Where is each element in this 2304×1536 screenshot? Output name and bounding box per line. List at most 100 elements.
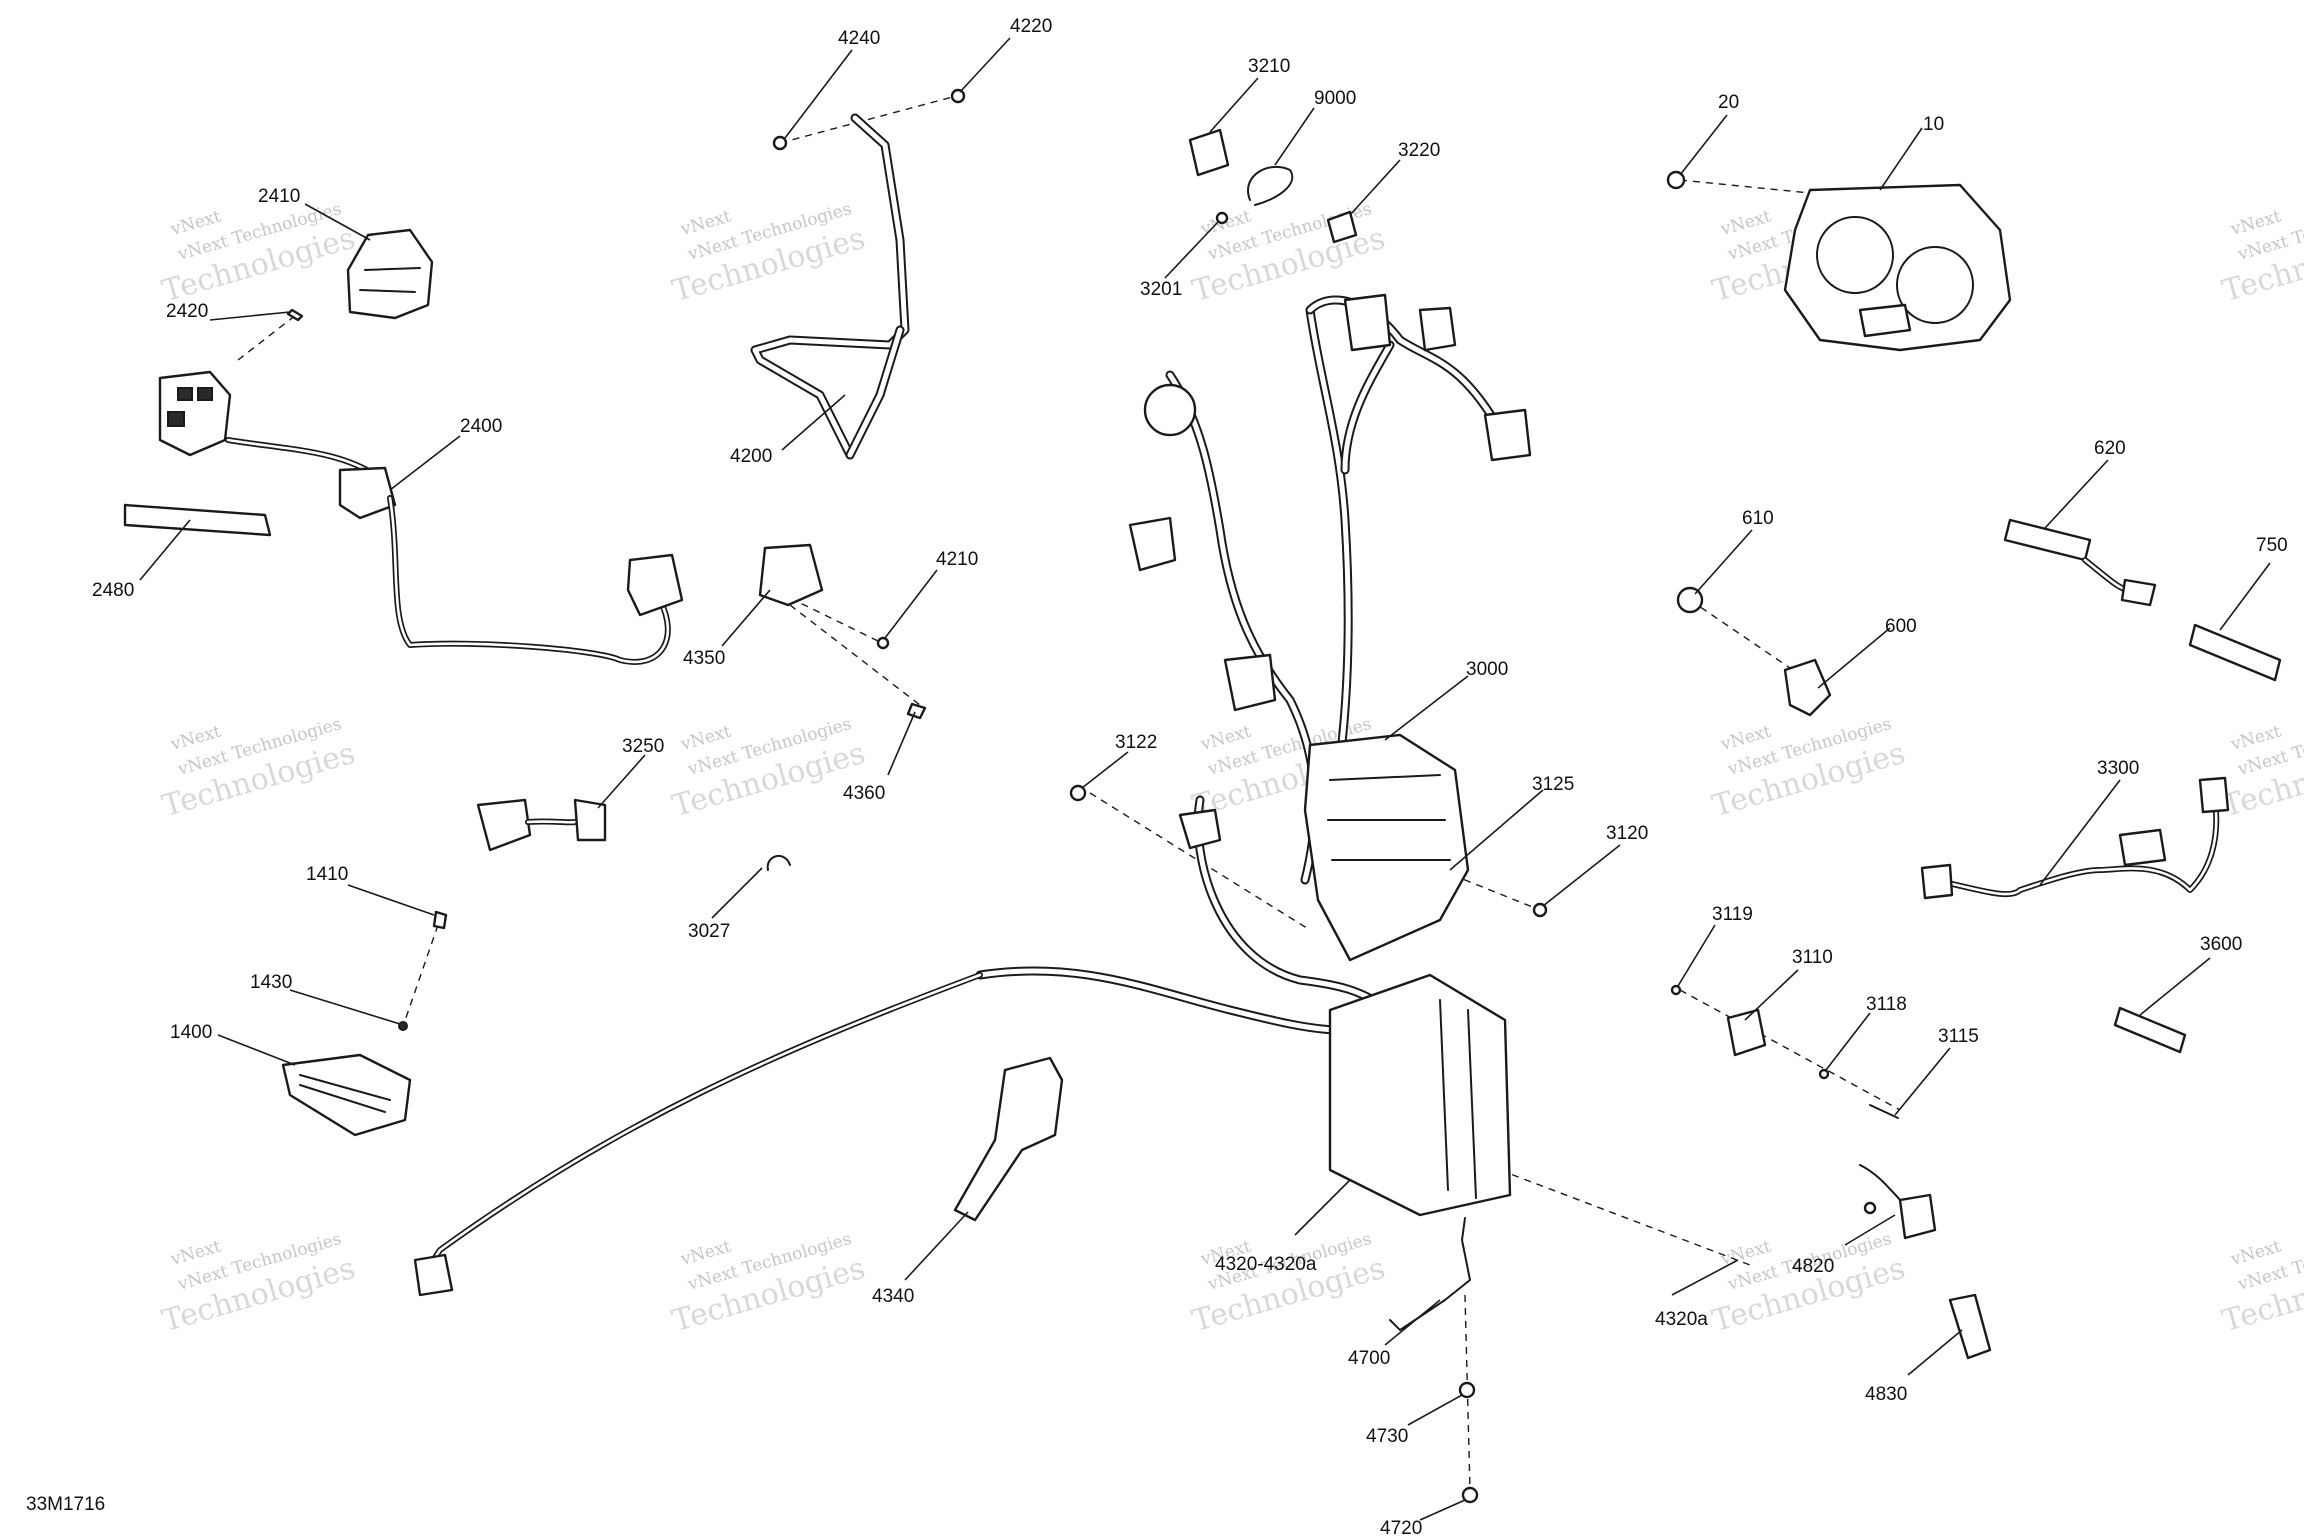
harness-connector: [1128, 516, 1177, 572]
leader-3600: [2139, 957, 2211, 1016]
leader-3120: [1542, 844, 1621, 907]
connector-2400: [338, 466, 397, 520]
leader-4730: [1407, 1394, 1463, 1426]
callout-610: 610: [1742, 508, 1774, 529]
leader-20: [1679, 114, 1728, 176]
callout-620: 620: [2094, 438, 2126, 459]
diagram-id-label: 33M1716: [26, 1494, 105, 1515]
callout-3118: 3118: [1866, 994, 1907, 1015]
instrument-cluster-10: [1783, 183, 2012, 352]
switch-button: [167, 411, 185, 427]
callout-3110: 3110: [1792, 947, 1833, 968]
callout-1430: 1430: [250, 972, 292, 993]
boot-4830: [1948, 1293, 1992, 1360]
sensor-3250: [476, 798, 532, 852]
switch-cover-2410: [346, 228, 434, 320]
cluster-display: [1858, 303, 1912, 338]
callout-4720: 4720: [1380, 1518, 1422, 1536]
callout-4350: 4350: [683, 648, 725, 669]
harness-3300-connector: [1920, 863, 1954, 900]
callout-3600: 3600: [2200, 934, 2242, 955]
leader-610: [1694, 529, 1753, 595]
leader-3201: [1164, 221, 1219, 279]
gauge-left: [1816, 216, 1894, 294]
assembly-line: [779, 94, 961, 144]
leader-2400: [389, 435, 461, 491]
leader-4210: [884, 569, 938, 639]
leader-2480: [139, 519, 191, 581]
part-3119: [1670, 984, 1682, 996]
plug-cap-4820: [1898, 1193, 1937, 1240]
fuse-box-detail: [1327, 774, 1451, 861]
switch-harness: [387, 495, 671, 665]
callout-4830: 4830: [1865, 1384, 1907, 1405]
screw-4210: [876, 636, 890, 650]
callout-4210: 4210: [936, 549, 978, 570]
leader-3210: [1209, 77, 1259, 133]
watermark-tile: vNext vNext Technologies Technologies: [668, 714, 869, 824]
bolt-3120: [1532, 902, 1548, 918]
leader-4220: [959, 37, 1011, 93]
callout-9000: 9000: [1314, 88, 1356, 109]
leader-3122: [1081, 751, 1129, 789]
switch-button: [197, 387, 213, 401]
callout-3027: 3027: [688, 921, 730, 942]
sensor-3110: [1726, 1008, 1767, 1057]
spark-lead: [1859, 1164, 1906, 1206]
assembly-line: [1499, 1169, 1751, 1266]
assembly-lines: [237, 94, 1901, 1491]
callout-2480: 2480: [92, 580, 134, 601]
leader-3000: [1384, 675, 1469, 741]
callout-3125: 3125: [1532, 774, 1574, 795]
callout-20: 20: [1718, 92, 1739, 113]
leader-10: [1879, 127, 1923, 191]
callout-3119: 3119: [1712, 904, 1753, 925]
nut-4730: [1458, 1381, 1476, 1399]
leader-3110: [1744, 969, 1799, 1021]
leader-600: [1817, 627, 1891, 689]
watermark-layer: vNext vNext Technologies Technologies vN…: [158, 199, 2304, 1339]
leader-3300: [2039, 779, 2121, 886]
screw-4360: [906, 702, 927, 720]
assembly-line: [789, 604, 921, 706]
leader-4350: [721, 589, 771, 647]
harness-connector: [1483, 408, 1532, 462]
callout-1410: 1410: [306, 864, 348, 885]
callout-4320: 4320-4320a: [1215, 1254, 1317, 1275]
leader-1400: [217, 1034, 296, 1066]
callout-4340: 4340: [872, 1286, 914, 1307]
harness-3300-connector: [2198, 776, 2230, 814]
voltage-regulator-1400: [281, 1053, 412, 1137]
leader-4820: [1844, 1214, 1896, 1246]
leader-9000: [1274, 107, 1315, 166]
callout-4240: 4240: [838, 28, 880, 49]
callout-750: 750: [2256, 535, 2288, 556]
callout-3220: 3220: [1398, 140, 1440, 161]
callout-1400: 1400: [170, 1022, 212, 1043]
leader-3115: [1894, 1047, 1951, 1116]
leader-4360: [887, 711, 916, 776]
clip-1410: [432, 910, 448, 930]
callout-4700: 4700: [1348, 1348, 1390, 1369]
assembly-line: [1089, 792, 1311, 931]
callout-4820: 4820: [1792, 1256, 1834, 1277]
leader-1410: [347, 884, 435, 916]
assembly-line: [1679, 989, 1901, 1111]
cover-detail: [359, 267, 421, 293]
bracket-4340: [953, 1056, 1064, 1222]
regulator-fins: [299, 1074, 391, 1113]
nut-610: [1676, 586, 1704, 614]
switch-harness-inner: [388, 496, 670, 664]
watermark-tile: vNext vNext Technologies Technologies: [158, 199, 359, 309]
leader-3118: [1825, 1012, 1871, 1071]
coil-connector: [2120, 578, 2157, 607]
leader-4240: [784, 49, 853, 139]
leader-2420: [209, 311, 291, 321]
screw-3115: [1869, 1104, 1899, 1119]
leader-2410: [304, 203, 371, 241]
leader-4340: [904, 1211, 969, 1281]
gauge-connector: [1143, 383, 1197, 437]
fuse-box-3000: [1303, 733, 1470, 962]
callout-10: 10: [1923, 114, 1944, 135]
